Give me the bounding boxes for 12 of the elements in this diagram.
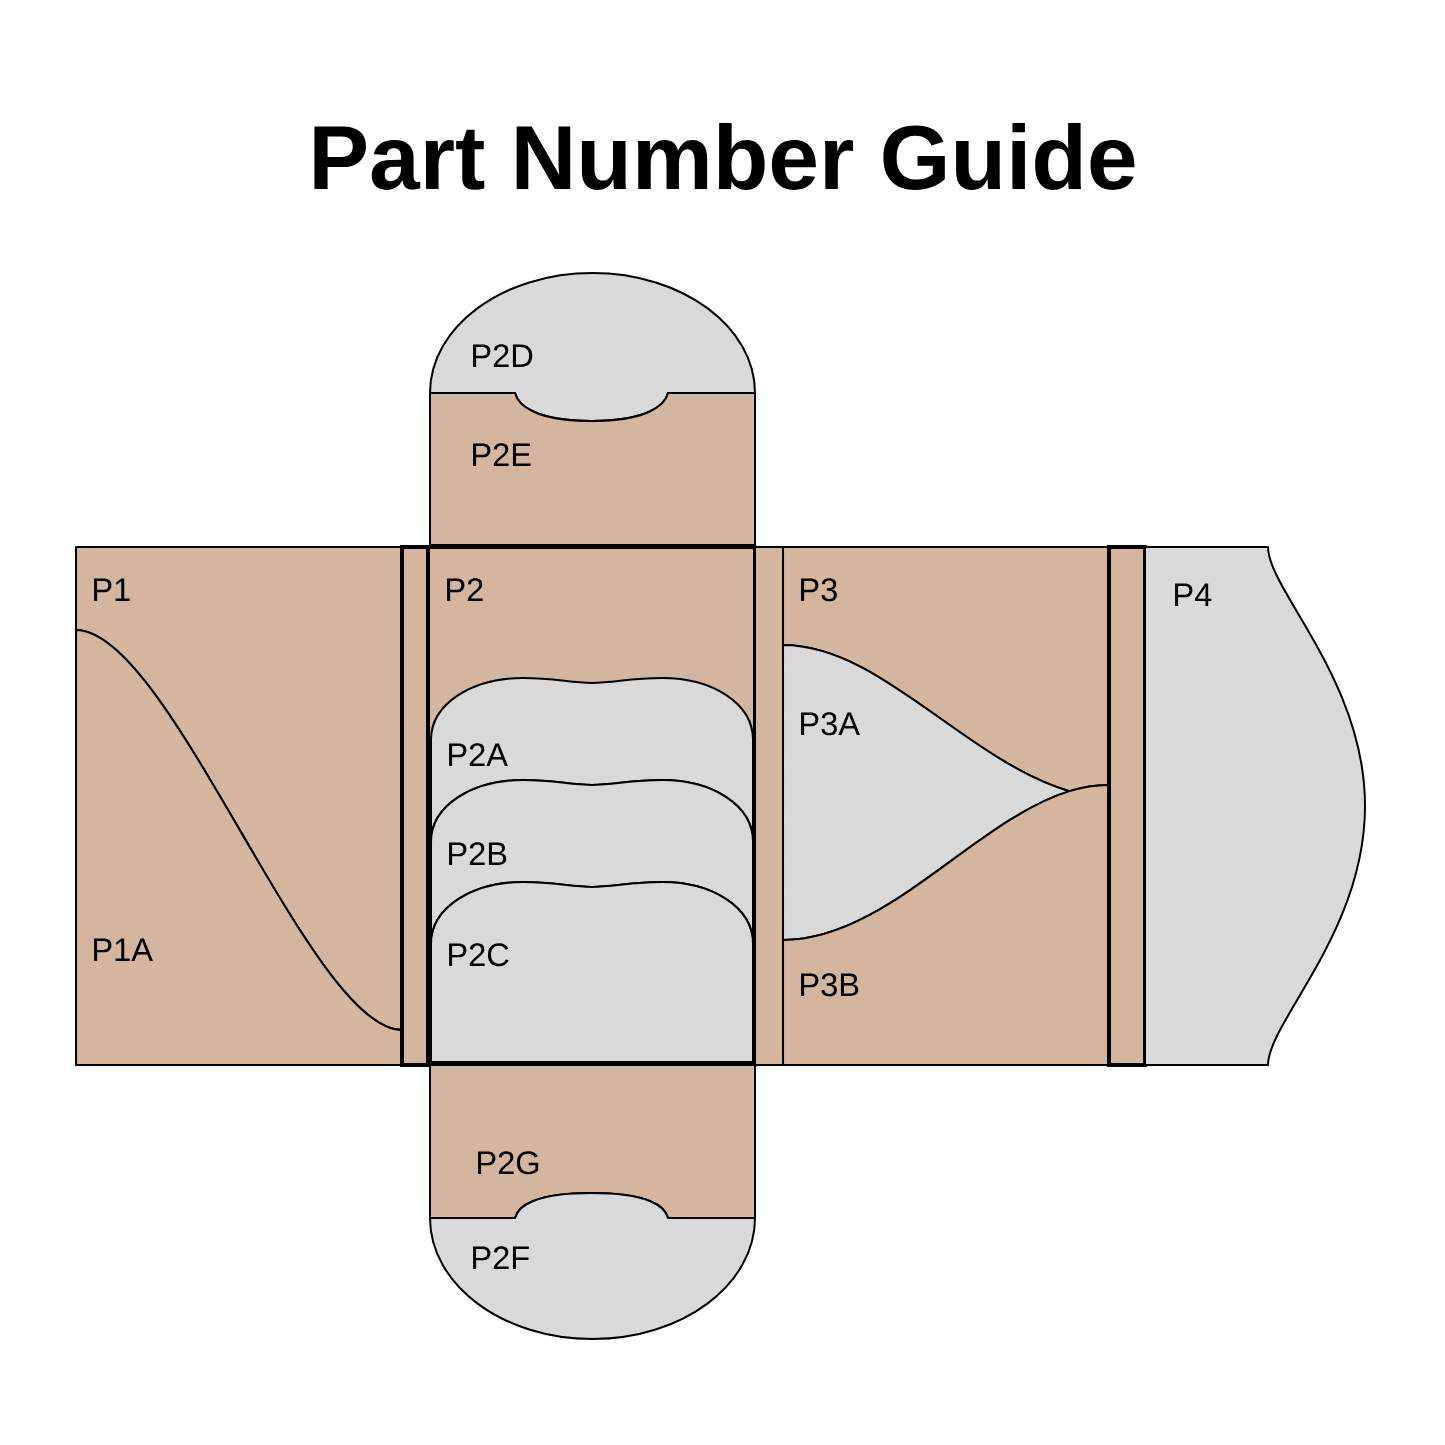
part-region: P2D	[429, 272, 756, 422]
title: Part Number Guide	[314, 123, 1135, 190]
part-region: P3A	[782, 644, 1071, 941]
part-region: P2A	[430, 677, 754, 843]
part-region: P4	[1144, 546, 1366, 1066]
spine-strip	[400, 545, 430, 1067]
part-region: P2E	[429, 392, 756, 546]
part-region: P2C	[430, 881, 754, 1063]
part-region: P2G	[429, 1064, 756, 1219]
spine-strip	[1107, 545, 1147, 1067]
spine-strip	[754, 546, 784, 1066]
part-region: P2F	[429, 1192, 756, 1340]
